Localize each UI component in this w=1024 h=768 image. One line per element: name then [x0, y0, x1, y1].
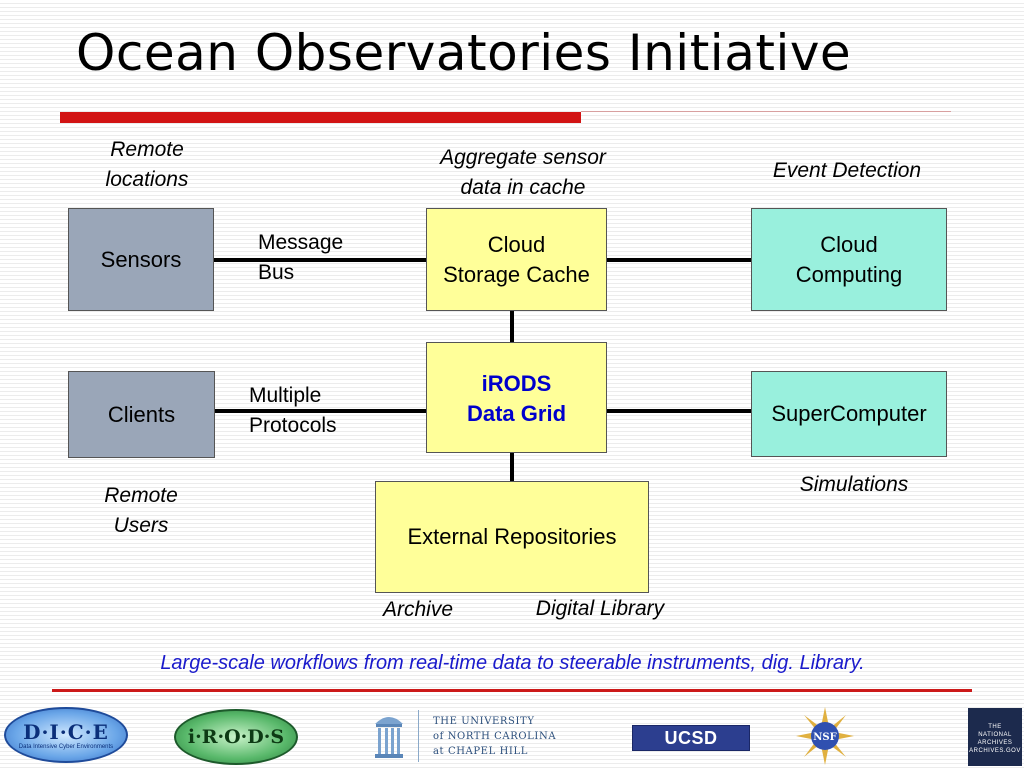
label-remote-users: Remote Users — [66, 481, 216, 541]
label-message-bus-line2: Bus — [258, 261, 295, 284]
workflow-caption: Large-scale workflows from real-time dat… — [160, 652, 865, 674]
node-sensors-label: Sensors — [100, 246, 182, 272]
connector-sensors-cloud-storage — [213, 258, 427, 262]
dice-logo: D·I·C·E Data Intensive Cyber Environment… — [4, 707, 128, 763]
label-multiple-protocols: Multiple Protocols — [249, 381, 337, 441]
label-remote-locations-line2: locations — [105, 168, 189, 191]
slide-title: Ocean Observatories Initiative — [76, 24, 852, 82]
label-message-bus: Message Bus — [258, 228, 343, 288]
label-remote-locations: Remote locations — [72, 135, 222, 195]
node-supercomputer-label: SuperComputer — [771, 401, 927, 426]
connector-irods-supercomputer — [606, 409, 751, 413]
connector-clients-irods — [214, 409, 426, 413]
node-cloud-storage-line2: Storage Cache — [443, 261, 590, 287]
connector-cloud-storage-cloud-computing — [606, 258, 751, 262]
node-irods-line1: iRODS — [481, 371, 552, 396]
label-aggregate-line2: data in cache — [460, 176, 586, 199]
archives-line4: ARCHIVES.GOV — [969, 748, 1021, 754]
node-cloud-storage-cache: Cloud Storage Cache — [426, 208, 607, 311]
label-digital-library: Digital Library — [535, 597, 665, 620]
node-external-repositories: External Repositories — [375, 481, 649, 593]
label-remote-users-line1: Remote — [104, 484, 178, 507]
label-aggregate-sensor-data: Aggregate sensor data in cache — [403, 143, 643, 203]
nsf-logo: NSF — [796, 707, 854, 765]
node-cloud-storage-line1: Cloud — [487, 231, 546, 257]
label-archive: Archive — [382, 598, 454, 621]
footer-rule — [52, 689, 972, 692]
ucsd-logo: UCSD — [632, 725, 750, 751]
label-multiple-protocols-line2: Protocols — [249, 414, 337, 437]
unc-divider — [418, 710, 419, 762]
irods-logo-text: i·R·O·D·S — [187, 726, 285, 748]
connector-cloud-storage-irods — [510, 310, 514, 342]
label-event-detection: Event Detection — [772, 159, 922, 182]
unc-line2: of NORTH CAROLINA — [433, 731, 557, 742]
title-underline-thin — [581, 111, 951, 112]
node-cloud-computing: Cloud Computing — [751, 208, 947, 311]
node-sensors: Sensors — [68, 208, 214, 311]
irods-logo: i·R·O·D·S — [174, 709, 298, 765]
archives-line2: NATIONAL — [978, 732, 1012, 738]
label-remote-users-line2: Users — [113, 514, 169, 537]
unc-line3: at CHAPEL HILL — [433, 746, 528, 757]
node-supercomputer: SuperComputer — [751, 371, 947, 457]
dice-logo-text: D·I·C·E — [23, 720, 109, 744]
old-well-icon — [373, 710, 405, 762]
dice-logo-subtext: Data Intensive Cyber Environments — [18, 744, 114, 750]
unc-line1: THE UNIVERSITY — [433, 716, 535, 727]
node-external-repositories-label: External Repositories — [407, 524, 617, 549]
node-clients-label: Clients — [107, 401, 176, 427]
archives-line3: ARCHIVES — [977, 740, 1013, 746]
label-multiple-protocols-line1: Multiple — [249, 384, 322, 407]
title-underline-accent — [60, 112, 581, 123]
archives-line1: THE — [988, 724, 1002, 730]
node-irods-line2: Data Grid — [466, 401, 567, 426]
label-message-bus-line1: Message — [258, 231, 344, 254]
unc-logo-text: THE UNIVERSITY of NORTH CAROLINA at CHAP… — [433, 714, 556, 759]
node-cloud-computing-line2: Computing — [795, 261, 903, 287]
label-simulations: Simulations — [799, 473, 909, 496]
label-aggregate-line1: Aggregate sensor — [440, 146, 606, 169]
label-remote-locations-line1: Remote — [110, 138, 184, 161]
node-cloud-computing-line1: Cloud — [820, 231, 878, 257]
ucsd-logo-text: UCSD — [664, 727, 718, 748]
national-archives-logo: THE NATIONAL ARCHIVES ARCHIVES.GOV — [968, 708, 1022, 766]
connector-irods-external-repositories — [510, 452, 514, 482]
nsf-logo-text: NSF — [813, 732, 836, 743]
node-clients: Clients — [68, 371, 215, 458]
node-irods-data-grid: iRODS Data Grid — [426, 342, 607, 453]
